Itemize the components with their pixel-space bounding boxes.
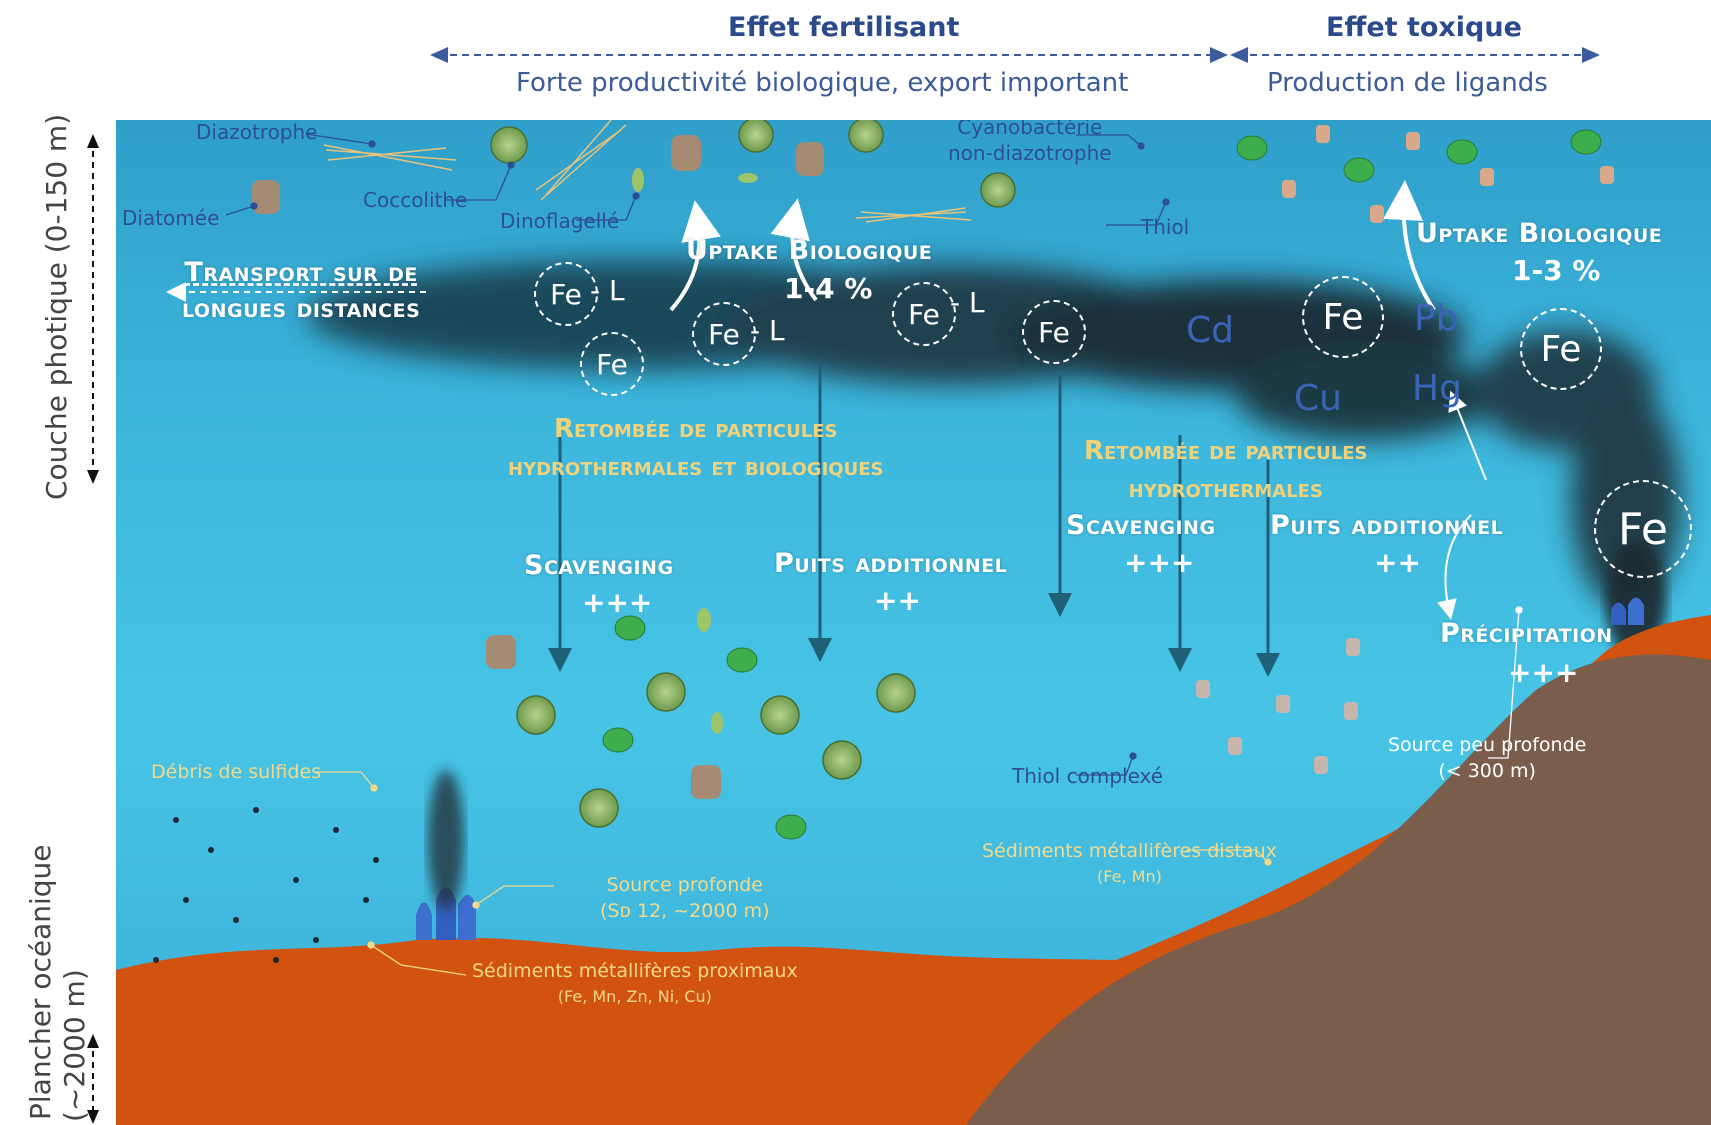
scavenging-right-label: Scavenging <box>1066 510 1216 541</box>
scavenging-left-level: +++ <box>582 586 653 619</box>
fe-circle-6: Fe <box>1302 276 1384 358</box>
header-arrows <box>430 47 1600 63</box>
complexed-thiol-particles <box>1196 638 1360 774</box>
leader-lines <box>225 133 1170 776</box>
sink-right-label: Puits additionnel <box>1270 510 1504 541</box>
uptake-right-label: Uptake Biologique <box>1416 218 1663 249</box>
diatoms <box>252 135 824 799</box>
uptake-left-label: Uptake Biologique <box>686 235 933 266</box>
sink-left-label: Puits additionnel <box>774 548 1008 579</box>
fallout-right-label: Retombée de particules hydrothermales <box>1084 432 1368 508</box>
label-distal-sediments: Sédiments métallifères distaux (Fe, Mn) <box>982 838 1277 890</box>
label-shallow-source: Source peu profonde (< 300 m) <box>1388 732 1586 784</box>
precipitation-level: +++ <box>1508 656 1579 689</box>
thiol-particles <box>1282 125 1614 223</box>
label-proximal-sediments: Sédiments métallifères proximaux (Fe, Mn… <box>472 958 798 1010</box>
label-sulfide-debris: Débris de sulfides <box>151 761 322 783</box>
distal-line2: (Fe, Mn) <box>1097 867 1162 886</box>
fe-circle-7: Fe <box>1520 308 1602 390</box>
label-complexed-thiol: Thiol complexé <box>1012 764 1164 788</box>
side-depth-arrows <box>87 134 99 1124</box>
sink-right-level: ++ <box>1374 546 1421 579</box>
fallout-left-line1: Retombée de particules <box>553 414 838 444</box>
dinoflagellates <box>632 168 758 734</box>
proximal-line1: Sédiments métallifères proximaux <box>472 960 798 982</box>
coccoliths <box>490 120 1016 828</box>
shallow-source-line2: (< 300 m) <box>1438 760 1536 782</box>
label-cyanobacteria: Cyanobactérie non-diazotrophe <box>948 120 1112 166</box>
fallout-right-line1: Retombée de particules <box>1084 436 1368 466</box>
uptake-arrow-1 <box>669 200 721 312</box>
fe-circle-1: Fe <box>534 262 598 326</box>
label-dinoflagellate: Dinoflagellé <box>500 209 620 233</box>
proximal-line2: (Fe, Mn, Zn, Ni, Cu) <box>557 987 712 1006</box>
sulfide-debris <box>153 807 379 963</box>
deep-source-line2: (Sᴅ 12, ~2000 m) <box>600 900 770 922</box>
uptake-arrow-3 <box>1383 180 1436 312</box>
fe-circle-4: Fe <box>892 282 956 346</box>
ocean-scene: Diazotrophe Diatomée Coccolithe Dinoflag… <box>116 120 1711 1125</box>
shallow-source-line1: Source peu profonde <box>1388 734 1587 756</box>
scavenging-right-level: +++ <box>1124 546 1195 579</box>
shallow-vent-chimneys <box>1611 597 1644 625</box>
label-diazotroph: Diazotrophe <box>196 120 318 144</box>
fe-circle-3: Fe <box>692 302 756 366</box>
precipitation-arrow <box>1437 514 1472 620</box>
deep-vent-chimneys <box>416 770 476 940</box>
label-cyanobacteria-line2: non-diazotrophe <box>948 141 1112 165</box>
sink-left-level: ++ <box>874 584 921 617</box>
uptake-left-pct: 1-4 % <box>784 272 873 305</box>
precipitation-label: Précipitation <box>1440 618 1613 649</box>
label-thiol: Thiol <box>1141 215 1190 239</box>
seamount <box>966 654 1711 1125</box>
fe-circle-2: Fe <box>580 332 644 396</box>
label-coccolith: Coccolithe <box>363 188 468 212</box>
uptake-right-pct: 1-3 % <box>1512 254 1601 287</box>
toxic-effect-subtitle: Production de ligands <box>1267 68 1548 98</box>
scavenging-left-label: Scavenging <box>524 550 674 581</box>
metal-cu: Cu <box>1294 378 1342 419</box>
uptake-arrow-2 <box>770 198 818 302</box>
ligand-1: - L <box>590 274 625 307</box>
fallout-right-line2: hydrothermales <box>1128 474 1323 504</box>
metal-cd: Cd <box>1186 310 1234 351</box>
transport-line2: longues distances <box>182 293 421 324</box>
fallout-left-label: Retombée de particules hydrothermales et… <box>508 410 883 486</box>
ligand-3: - L <box>950 286 985 319</box>
metal-pb: Pb <box>1414 298 1459 339</box>
fertilizing-effect-title: Effet fertilisant <box>728 12 960 43</box>
sediment-leader-lines <box>316 771 1272 976</box>
label-cyanobacteria-line1: Cyanobactérie <box>957 120 1103 139</box>
fe-circle-5: Fe <box>1022 300 1086 364</box>
metal-hg: Hg <box>1412 368 1462 409</box>
ligand-2: - L <box>750 314 785 347</box>
transport-label: Transport sur de longues distances <box>182 255 420 327</box>
diazotroph-bundles <box>323 120 972 223</box>
distal-line1: Sédiments métallifères distaux <box>982 840 1277 862</box>
fertilizing-effect-subtitle: Forte productivité biologique, export im… <box>516 68 1129 98</box>
label-deep-source: Source profonde (Sᴅ 12, ~2000 m) <box>600 872 770 924</box>
fe-rise-arrow <box>1448 390 1487 481</box>
fe-circle-8: Fe <box>1594 480 1692 578</box>
deep-source-line1: Source profonde <box>606 874 763 896</box>
fallout-left-line2: hydrothermales et biologiques <box>508 452 884 482</box>
label-diatom: Diatomée <box>122 206 220 230</box>
toxic-effect-title: Effet toxique <box>1326 12 1522 43</box>
transport-line1: Transport sur de <box>184 257 418 288</box>
green-cells <box>602 129 1602 840</box>
